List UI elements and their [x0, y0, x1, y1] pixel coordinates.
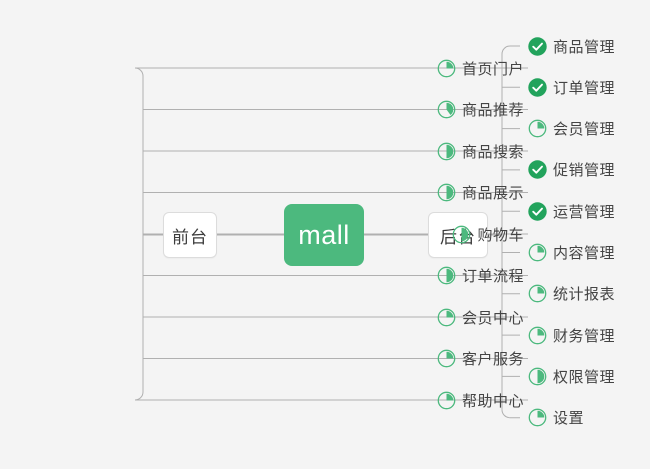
- leaf-item[interactable]: 内容管理: [528, 241, 615, 265]
- leaf-item-label: 订单管理: [553, 79, 616, 97]
- pie-icon: [437, 100, 456, 119]
- pie-icon: [452, 225, 471, 244]
- leaf-item[interactable]: 订单管理: [528, 75, 615, 99]
- leaf-item[interactable]: 客户服务: [10, 347, 524, 371]
- leaf-item[interactable]: 促销管理: [528, 158, 615, 182]
- leaf-item[interactable]: 会员管理: [528, 117, 615, 141]
- pie-icon: [528, 367, 547, 386]
- pie-icon: [437, 308, 456, 327]
- leaf-item-label: 商品展示: [461, 185, 524, 202]
- leaf-item-label: 统计报表: [553, 286, 616, 304]
- leaf-item-label: 会员中心: [461, 309, 524, 327]
- leaf-item[interactable]: 首页门户: [10, 56, 524, 80]
- leaf-item[interactable]: 订单流程: [10, 264, 524, 288]
- check-circle-icon: [528, 78, 547, 97]
- leaf-item[interactable]: 权限管理: [528, 364, 615, 388]
- pie-icon: [528, 243, 547, 262]
- connector-line: [501, 45, 520, 55]
- leaf-item[interactable]: 财务管理: [528, 323, 615, 347]
- pie-icon: [528, 284, 547, 303]
- branch-node-frontend-label: 前台: [172, 227, 208, 247]
- leaf-item[interactable]: 商品推荐: [10, 98, 524, 122]
- leaf-item[interactable]: 商品搜索: [10, 139, 524, 163]
- leaf-item-label: 设置: [553, 410, 585, 428]
- pie-icon: [437, 349, 456, 368]
- pie-icon: [437, 391, 456, 410]
- leaf-item-label: 运营管理: [553, 203, 616, 221]
- root-node[interactable]: mall: [284, 204, 364, 266]
- leaf-item-label: 商品搜索: [461, 143, 524, 161]
- leaf-item-label: 购物车: [477, 226, 524, 244]
- pie-icon: [437, 266, 456, 285]
- leaf-item-label: 权限管理: [553, 368, 616, 386]
- branch-node-frontend[interactable]: 前台: [163, 212, 217, 258]
- check-circle-icon: [528, 160, 547, 180]
- leaf-item[interactable]: 会员中心: [10, 305, 524, 329]
- leaf-item[interactable]: 统计报表: [528, 282, 615, 306]
- leaf-item[interactable]: 设置: [528, 406, 584, 430]
- pie-icon: [528, 326, 547, 345]
- leaf-item-label: 订单流程: [461, 268, 524, 285]
- pie-icon: [437, 142, 456, 161]
- pie-icon: [437, 183, 456, 202]
- pie-icon: [528, 408, 547, 427]
- leaf-item-label: 商品推荐: [461, 102, 524, 119]
- leaf-item[interactable]: 商品管理: [528, 34, 615, 58]
- root-node-label: mall: [298, 219, 350, 250]
- check-circle-icon: [528, 201, 547, 221]
- leaf-item[interactable]: 运营管理: [528, 199, 615, 223]
- leaf-item-label: 财务管理: [553, 327, 616, 345]
- leaf-item-label: 内容管理: [553, 245, 616, 262]
- leaf-item[interactable]: 帮助中心: [10, 388, 524, 412]
- leaf-item-label: 商品管理: [553, 38, 616, 56]
- pie-icon: [437, 59, 456, 78]
- leaf-item-label: 客户服务: [461, 351, 524, 368]
- leaf-item-label: 帮助中心: [461, 392, 524, 410]
- leaf-item-label: 促销管理: [553, 162, 616, 180]
- leaf-item[interactable]: 商品展示: [10, 181, 524, 205]
- leaf-item[interactable]: 购物车: [10, 222, 524, 246]
- branch-node-backend[interactable]: 后台: [428, 212, 488, 258]
- leaf-item-label: 会员管理: [553, 121, 616, 139]
- check-circle-icon: [528, 36, 547, 56]
- leaf-item-label: 首页门户: [461, 60, 524, 78]
- pie-icon: [528, 119, 547, 138]
